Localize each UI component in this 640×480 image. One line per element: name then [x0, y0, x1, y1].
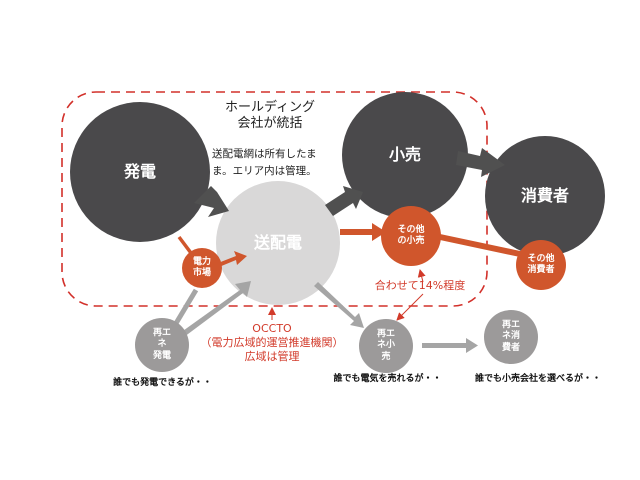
- pointer-share-to-re-retail: [396, 293, 424, 321]
- occto-label: OCCTO （電力広域的運営推進機関） 広域は管理: [192, 322, 352, 363]
- arrow-transmission-to-other-retail: [340, 223, 386, 241]
- holding-title-line2: 会社が統括: [237, 116, 303, 132]
- pointer-share-to-other-retail: [417, 269, 426, 283]
- other-retail-line2: の小売: [397, 236, 425, 247]
- caption-consumer: 誰でも小売会社を選べるが・・: [474, 374, 601, 384]
- consumer-label: 消費者: [520, 186, 569, 205]
- caption-retail: 誰でも電気を売れるが・・: [333, 374, 442, 384]
- other-retail-line1: その他: [397, 225, 425, 235]
- retail-label: 小売: [388, 145, 421, 164]
- consumer-circle: [485, 136, 605, 256]
- arrow-transmission-to-retail: [325, 186, 363, 216]
- holding-title-line1: ホールディング: [224, 100, 316, 115]
- generation-label: 発電: [123, 162, 156, 181]
- transmission-label: 送配電: [253, 233, 302, 252]
- re-consumer-line1: 再エ: [501, 320, 520, 330]
- re-retail-circle: [359, 319, 413, 373]
- re-retail-line1: 再エ: [376, 329, 395, 339]
- holding-note: 送配電網は所有したま ま。エリア内は管理。: [212, 146, 338, 180]
- arrow-retail-to-consumer: [456, 148, 505, 177]
- connector-other-retail-to-other-consumer: [439, 234, 521, 257]
- re-retail-label: 再エ ネ小 売: [361, 329, 411, 363]
- other-retail-label: その他 の小売: [386, 225, 436, 248]
- arrow-power-market-to-transmission: [218, 251, 247, 267]
- re-gen-line2: ネ: [157, 339, 167, 350]
- arrow-generation-to-transmission: [194, 186, 229, 217]
- power-market-label: 電力 市場: [182, 257, 222, 280]
- arrow-re-retail-to-re-consumer: [422, 338, 478, 353]
- other-consumer-circle: [516, 240, 566, 290]
- re-consumer-line3: 費者: [501, 342, 520, 353]
- retail-circle: [342, 92, 468, 218]
- arrow-transmission-to-re-retail: [314, 282, 364, 328]
- re-gen-line3: 発電: [152, 350, 171, 361]
- other-consumer-line1: その他: [527, 254, 555, 264]
- re-retail-line3: 売: [381, 351, 391, 362]
- re-retail-line2: ネ小: [376, 340, 395, 351]
- holding-note-line2: ま。エリア内は管理。: [212, 164, 317, 177]
- holding-note-line1: 送配電網は所有したま: [212, 148, 317, 160]
- re-consumer-line2: ネ消: [501, 331, 520, 342]
- power-market-line2: 市場: [192, 268, 211, 279]
- connector-re-gen-to-power-market: [172, 288, 199, 327]
- re-gen-label: 再エ ネ 発電: [137, 328, 187, 362]
- holding-title: ホールディング 会社が統括: [210, 100, 330, 133]
- arrow-re-gen-to-transmission: [180, 281, 251, 337]
- generation-circle: [70, 102, 210, 242]
- re-gen-circle: [135, 318, 189, 372]
- other-consumer-line2: 消費者: [527, 265, 555, 276]
- occto-line3: 広域は管理: [244, 349, 300, 363]
- transmission-circle: [216, 181, 340, 305]
- occto-line1: OCCTO: [252, 322, 292, 335]
- share-label: 合わせて14%程度: [374, 279, 466, 292]
- caption-generation: 誰でも発電できるが・・: [113, 378, 212, 388]
- other-retail-circle: [381, 206, 441, 266]
- occto-line2: （電力広域的運営推進機関）: [200, 335, 344, 349]
- power-market-circle: [182, 248, 222, 288]
- re-gen-line1: 再エ: [152, 328, 171, 338]
- power-market-line1: 電力: [192, 257, 211, 267]
- other-consumer-label: その他 消費者: [516, 254, 566, 277]
- re-consumer-label: 再エ ネ消 費者: [486, 320, 536, 354]
- re-consumer-circle: [484, 310, 538, 364]
